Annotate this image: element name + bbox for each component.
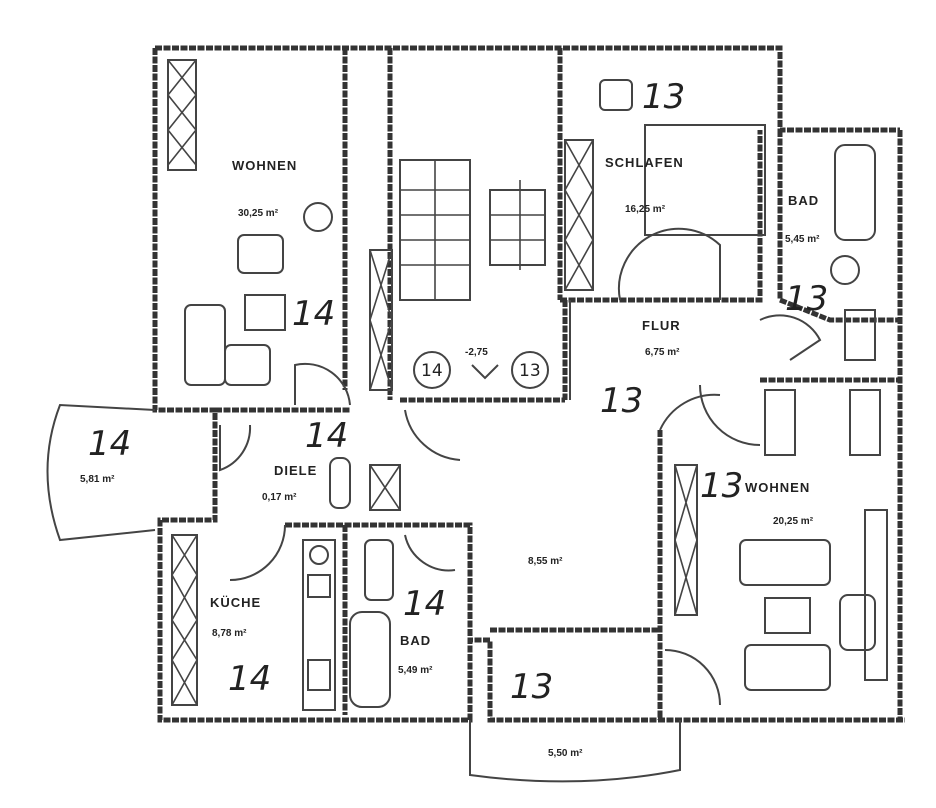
unit-number: 14 (305, 416, 348, 456)
room-name-wohnen-right: WOHNEN (745, 480, 810, 495)
room-name-bad-left: BAD (400, 633, 431, 648)
unit-number: 14 (403, 584, 446, 624)
furniture (167, 59, 888, 711)
stair-unit-b: 13 (519, 361, 541, 381)
unit-number: 14 (228, 659, 271, 699)
balconies (46, 403, 681, 783)
walls (152, 45, 905, 723)
room-area-kueche: 8,78 m² (212, 628, 247, 639)
room-area-diele: 0,17 m² (262, 492, 297, 503)
room-area-balcony-bottom: 5,50 m² (548, 748, 583, 759)
unit-number: 14 (88, 424, 131, 464)
unit-number: 13 (510, 667, 553, 707)
room-area-flur: 6,75 m² (645, 347, 680, 358)
room-area-bad-right: 5,45 m² (785, 234, 820, 245)
room-name-schlafen: SCHLAFEN (605, 155, 684, 170)
room-area-balcony-left: 5,81 m² (80, 474, 115, 485)
room-name-diele: DIELE (274, 463, 317, 478)
room-area-bad-left: 5,49 m² (398, 665, 433, 676)
room-name-wohnen-left: WOHNEN (232, 158, 297, 173)
unit-number: 13 (700, 466, 743, 506)
room-area-wohnen-left: 30,25 m² (238, 208, 279, 219)
unit-number: 13 (600, 381, 643, 421)
room-name-bad-right: BAD (788, 193, 819, 208)
unit-number: 13 (642, 77, 685, 117)
unit-number: 13 (785, 279, 828, 319)
room-area-wohnen-right: 20,25 m² (773, 516, 814, 527)
stair-unit-a: 14 (421, 361, 443, 381)
room-name-kueche: KÜCHE (210, 595, 261, 610)
room-area-center: 8,55 m² (528, 556, 563, 567)
unit-number: 14 (292, 294, 335, 334)
doors (219, 227, 822, 706)
room-name-flur: FLUR (642, 318, 681, 333)
stairs (399, 159, 546, 301)
room-area-schlafen: 16,25 m² (625, 204, 666, 215)
stair-markers (413, 351, 549, 389)
stair-level: -2,75 (465, 347, 488, 358)
